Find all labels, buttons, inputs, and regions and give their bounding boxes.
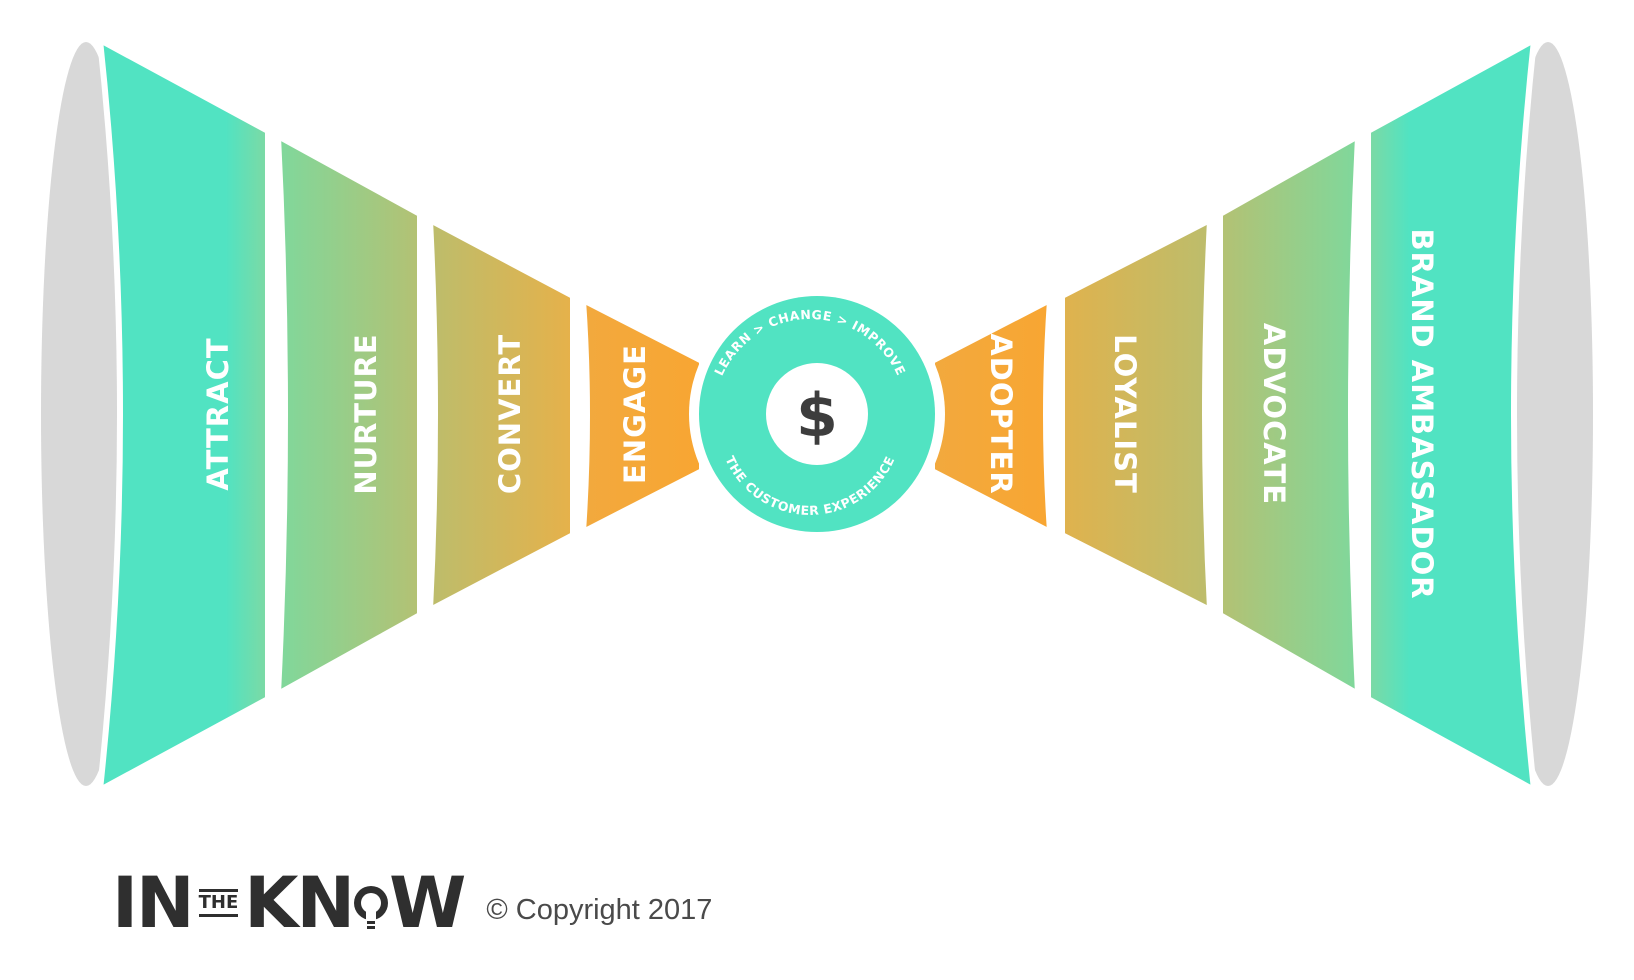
- right-segment-brand-ambassador: BRAND AMBASSADOR: [1365, 34, 1538, 796]
- lightbulb-icon: [351, 873, 391, 933]
- right-segment-advocate: ADVOCATE: [1217, 130, 1362, 700]
- logo-text-the: THE: [198, 889, 239, 917]
- segment-label-engage: ENGAGE: [618, 344, 652, 484]
- right-funnel-mouth: [1503, 42, 1593, 786]
- left-segment-engage: ENGAGE: [579, 294, 705, 538]
- right-segment-adopter: ADOPTER: [929, 294, 1054, 538]
- segment-label-attract: ATTRACT: [201, 337, 235, 490]
- left-segment-nurture: NURTURE: [274, 130, 423, 700]
- footer: IN THE KN W © Copyright 2017: [112, 868, 712, 938]
- in-the-know-logo: IN THE KN W: [112, 862, 466, 944]
- hub-core: [766, 363, 868, 465]
- segment-label-adopter: ADOPTER: [984, 333, 1018, 494]
- left-funnel-mouth: [41, 42, 131, 786]
- right-segment-loyalist: LOYALIST: [1059, 214, 1214, 616]
- dollar-icon: $: [796, 381, 838, 451]
- segment-label-convert: CONVERT: [493, 334, 527, 494]
- center-hub: LEARN > CHANGE > IMPROVE THE CUSTOMER EX…: [689, 286, 945, 542]
- logo-text-in: IN: [112, 862, 195, 944]
- segment-label-advocate: ADVOCATE: [1257, 323, 1291, 505]
- segment-label-loyalist: LOYALIST: [1108, 334, 1142, 494]
- logo-text-kn: KN: [244, 862, 355, 944]
- segment-label-nurture: NURTURE: [349, 333, 383, 494]
- left-segment-convert: CONVERT: [426, 214, 576, 616]
- segment-label-brand-ambassador: BRAND AMBASSADOR: [1405, 228, 1439, 599]
- logo-text-w: W: [389, 862, 466, 944]
- copyright-text: © Copyright 2017: [486, 893, 713, 926]
- left-segment-attract: ATTRACT: [96, 34, 271, 796]
